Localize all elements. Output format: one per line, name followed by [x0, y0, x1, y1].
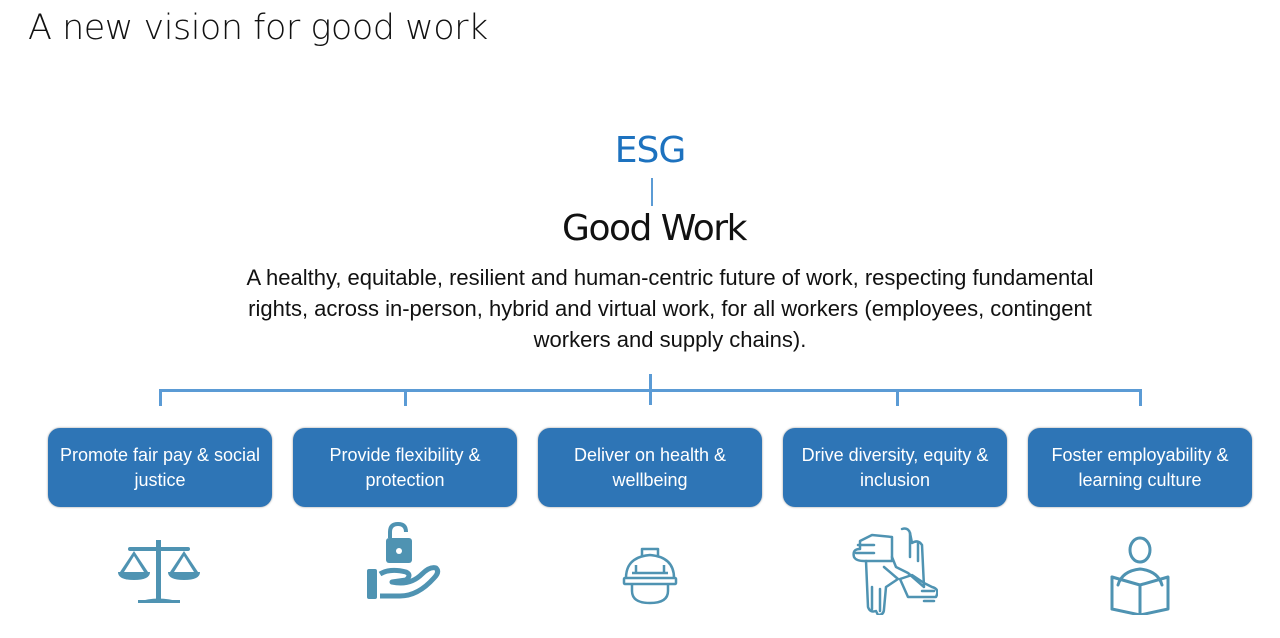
connector-bar: [160, 389, 1142, 392]
connector-drop-4: [896, 389, 899, 406]
hand-holding-unlocked-padlock-icon: [366, 522, 446, 604]
pillar-health: Deliver on health & wellbeing: [538, 428, 762, 507]
page-title: A new vision for good work: [28, 8, 488, 48]
pillar-label: Provide flexibility & protection: [329, 444, 481, 490]
scales-of-justice-icon: [116, 540, 202, 606]
esg-connector: [651, 178, 653, 206]
good-work-heading: Good Work: [562, 208, 747, 249]
good-work-description: A healthy, equitable, resilient and huma…: [246, 265, 1094, 352]
pillar-fair-pay: Promote fair pay & social justice: [48, 428, 272, 507]
pillar-label: Drive diversity, equity & inclusion: [801, 444, 989, 490]
pillar-label: Foster employability & learning culture: [1051, 444, 1229, 490]
pillar-label: Promote fair pay & social justice: [59, 444, 261, 490]
connector-drop-5: [1139, 389, 1142, 406]
esg-root-label: ESG: [614, 130, 687, 171]
pillar-flexibility: Provide flexibility & protection: [293, 428, 517, 507]
pillar-employability: Foster employability & learning culture: [1028, 428, 1252, 507]
connector-drop-2: [404, 389, 407, 406]
connector-drop-1: [159, 389, 162, 406]
pillar-label: Deliver on health & wellbeing: [573, 444, 727, 490]
joined-hands-icon: [852, 527, 938, 615]
person-reading-book-icon: [1108, 535, 1172, 615]
pillar-diversity: Drive diversity, equity & inclusion: [783, 428, 1007, 507]
hard-hat-worker-icon: [622, 545, 678, 607]
